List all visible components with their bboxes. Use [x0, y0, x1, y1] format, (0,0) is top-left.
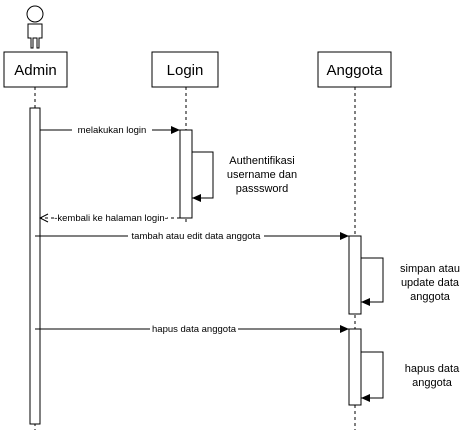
message-label-bg: [55, 212, 167, 224]
note-authentifikasi-line-3: passsword: [236, 183, 289, 195]
login-lifeline-head[interactable]: Login: [151, 51, 219, 88]
message-label-bg: [150, 323, 238, 335]
note-simpan-line-3: anggota: [410, 291, 451, 303]
message-label-bg: [72, 124, 152, 136]
login-activation-bar: [179, 129, 193, 219]
anggota-lifeline-head[interactable]: Anggota: [317, 51, 392, 88]
anggota-activation-bar-2: [348, 328, 362, 406]
admin-activation-bar: [29, 107, 41, 425]
anggota-activation-bar-1: [348, 235, 362, 315]
message-label-bg: [128, 230, 264, 242]
message-label-hapus: hapus data anggota: [152, 324, 237, 335]
self-arrow-hapus: [361, 351, 384, 402]
note-simpan-line-1: simpan atau: [400, 263, 460, 275]
message-label-kembali: -kembali ke halaman login-: [54, 213, 168, 224]
actor-icon: [26, 5, 44, 49]
admin-lifeline-head[interactable]: Admin: [3, 51, 68, 88]
anggota-lifeline-label: Anggota: [327, 62, 384, 79]
message-label-melakukan-login: melakukan login: [78, 125, 147, 136]
note-hapus-line-2: anggota: [412, 377, 453, 389]
login-lifeline-label: Login: [167, 62, 204, 79]
note-hapus-line-1: hapus data: [405, 363, 460, 375]
message-label-tambah-edit: tambah atau edit data anggota: [132, 231, 262, 242]
self-arrow-authentifikasi: [192, 151, 214, 202]
note-simpan-line-2: update data: [401, 277, 460, 289]
self-arrow-simpan-update: [361, 257, 384, 306]
note-authentifikasi-line-1: Authentifikasi: [229, 155, 294, 167]
note-authentifikasi-line-2: username dan: [227, 169, 297, 181]
admin-lifeline-label: Admin: [14, 62, 57, 79]
